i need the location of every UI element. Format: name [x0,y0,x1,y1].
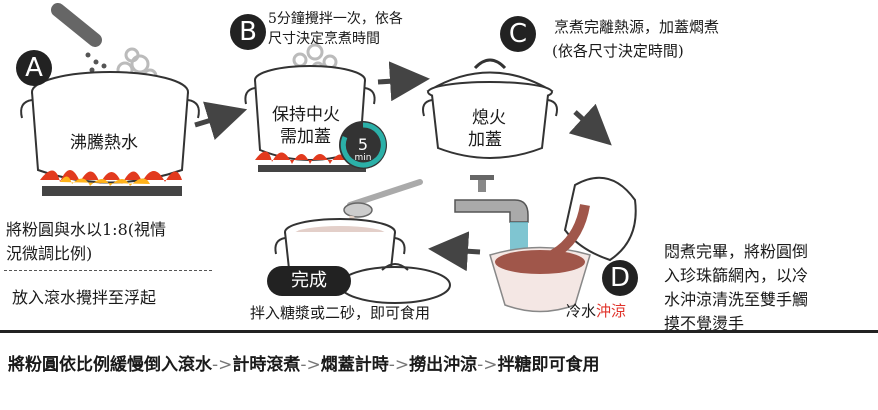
pot-b-label-2: 需加蓋 [280,127,331,147]
separator-line [0,330,878,333]
summary-step-3: 燜蓋計時 [320,355,389,375]
step-d-note-2: 入珍珠篩網內，以冷 [664,266,809,285]
pot-c-label-2: 加蓋 [468,130,502,150]
summary-step-1: 將粉圓依比例緩慢倒入滾水 [8,355,212,375]
step-b-marker: B [230,14,266,50]
done-badge: 完成 [267,266,351,296]
timer-label: 5 min [345,135,381,164]
step-a-note-1: 將粉圓與水以1:8(視情 [6,220,166,239]
step-b-note-1: 5分鐘攪拌一次，依各 [268,11,403,27]
step-a-note-3: 放入滾水攪拌至浮起 [12,288,157,307]
step-a-note-2: 況微調比例) [6,244,93,263]
summary-line: 將粉圓依比例緩慢倒入滾水->計時滾煮->燜蓋計時->撈出沖涼->拌糖即可食用 [8,350,600,375]
step-b-note-2: 尺寸決定烹煮時間 [268,31,380,47]
step-d-note-3: 水沖涼清洗至雙手觸 [664,290,809,309]
pot-b-drawing [244,43,387,172]
pot-c-label-1: 熄火 [472,108,506,128]
step-c-marker: C [500,16,536,52]
summary-step-2: 計時滾煮 [232,355,301,375]
step-a-divider [4,270,212,271]
summary-step-4: 撈出沖涼 [409,355,478,375]
summary-arrow-3: -> [388,355,410,375]
rinse-label-black: 冷水 [566,302,597,320]
pot-a-drawing [20,3,200,196]
pot-c-drawing [422,58,558,159]
pot-b-label-1: 保持中火 [272,105,340,125]
rinse-drawing [454,175,637,313]
rinse-label-red: 沖涼 [596,302,627,320]
step-a-marker: A [16,50,52,86]
step-c-note-2: (依各尺寸決定時間) [552,42,684,60]
summary-arrow-2: -> [300,355,321,375]
pot-a-label: 沸騰熱水 [70,133,138,153]
step-d-note-1: 悶煮完畢，將粉圓倒 [664,242,809,261]
rinse-label: 冷水沖涼 [566,300,626,321]
summary-step-5: 拌糖即可食用 [497,355,600,375]
done-note: 拌入糖漿或二砂，即可食用 [250,304,431,322]
timer-unit: min [354,153,372,163]
summary-arrow-4: -> [477,355,498,375]
step-d-note-4: 摸不覺燙手 [664,314,745,333]
step-c-note-1: 烹煮完離熱源，加蓋燜煮 [554,18,720,36]
summary-arrow-1: -> [212,355,233,375]
timer-value: 5 [357,135,369,154]
step-d-marker: D [602,260,638,296]
